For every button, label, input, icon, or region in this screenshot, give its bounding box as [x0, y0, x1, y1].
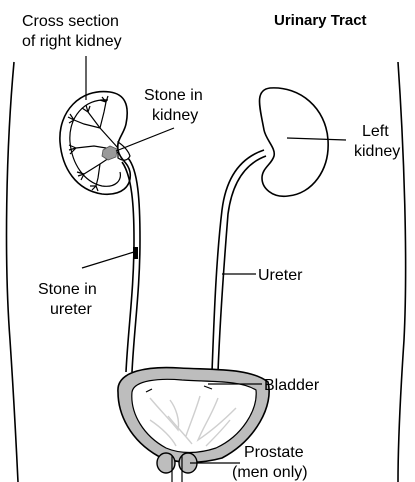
label-stone-kidney-line1: Stone in — [144, 87, 203, 104]
body-outline-left — [7, 62, 18, 482]
label-left-kidney-line2: kidney — [354, 143, 400, 160]
diagram-title: Urinary Tract — [274, 12, 367, 29]
stone-kidney-leader — [116, 128, 174, 151]
label-stone-ureter-line2: ureter — [50, 301, 92, 318]
label-prostate-line1: Prostate — [244, 444, 304, 461]
label-stone-ureter-line1: Stone in — [38, 281, 97, 298]
label-stone-kidney-line2: kidney — [152, 107, 198, 124]
body-outline-right — [398, 62, 406, 482]
right-ureter — [122, 158, 140, 372]
label-cross-section-line1: Cross section — [22, 13, 119, 30]
stone-ureter-leader — [82, 252, 134, 268]
label-prostate-line2: (men only) — [232, 464, 308, 481]
label-cross-section-line2: of right kidney — [22, 33, 122, 50]
left-kidney — [260, 88, 329, 196]
label-bladder: Bladder — [264, 377, 320, 394]
ureter-stone — [133, 247, 138, 259]
right-kidney-cross-section — [60, 92, 130, 195]
label-left-kidney-line1: Left — [362, 123, 389, 140]
label-ureter: Ureter — [258, 267, 303, 284]
left-ureter — [212, 150, 266, 372]
left-kidney-leader — [287, 138, 346, 140]
